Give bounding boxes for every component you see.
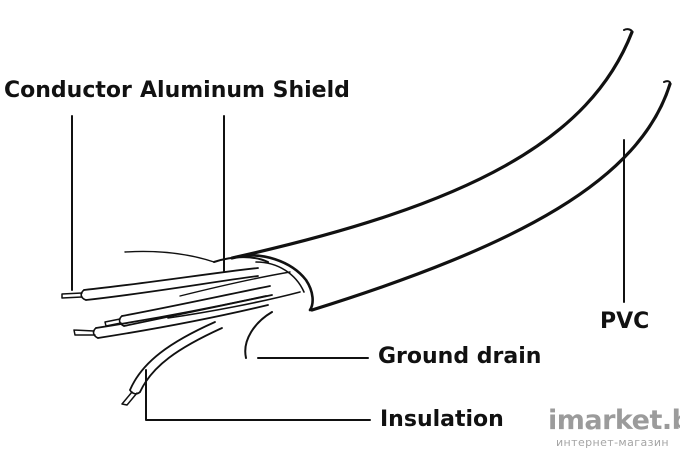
watermark-tagline: интернет-магазин [556,436,669,449]
label-ground-drain: Ground drain [378,344,542,369]
shield-foil-lower [168,292,300,318]
pvc-cut-face [232,255,313,310]
pvc-jacket-top-tip [624,29,632,32]
label-pvc: PVC [600,309,650,334]
wire-2-insulation-end [120,316,124,326]
label-conductor: Conductor [4,78,132,103]
wire-3-insulation-end [94,328,98,338]
watermark-brand: imarket.by [548,405,680,436]
pvc-jacket-bottom-tip [664,81,670,84]
wire-4-right [140,328,222,392]
wire-3-upper [96,296,266,328]
wire-4-insulation-end [130,390,140,394]
wire-1-conductor [62,293,82,298]
wire-3-conductor [74,330,95,335]
wire-2-upper [122,286,270,316]
shield-foil-fold [180,272,290,296]
loose-strand-top [125,251,214,262]
ground-drain-wire [245,312,272,358]
wire-3-lower [98,305,268,338]
shield-foil-upper [214,257,268,262]
label-aluminum-shield: Aluminum Shield [140,78,350,103]
leader-insulation [146,370,370,420]
wire-1-upper [84,268,258,290]
pvc-jacket-bottom-edge [312,84,670,310]
label-insulation: Insulation [380,407,504,432]
pvc-jacket-top-edge [232,32,632,258]
wire-4-left [130,322,215,390]
pvc-inner-rim [256,262,304,292]
wire-1-insulation-end [81,290,86,300]
wire-1-lower [86,276,258,300]
wire-4-conductor [122,392,137,405]
